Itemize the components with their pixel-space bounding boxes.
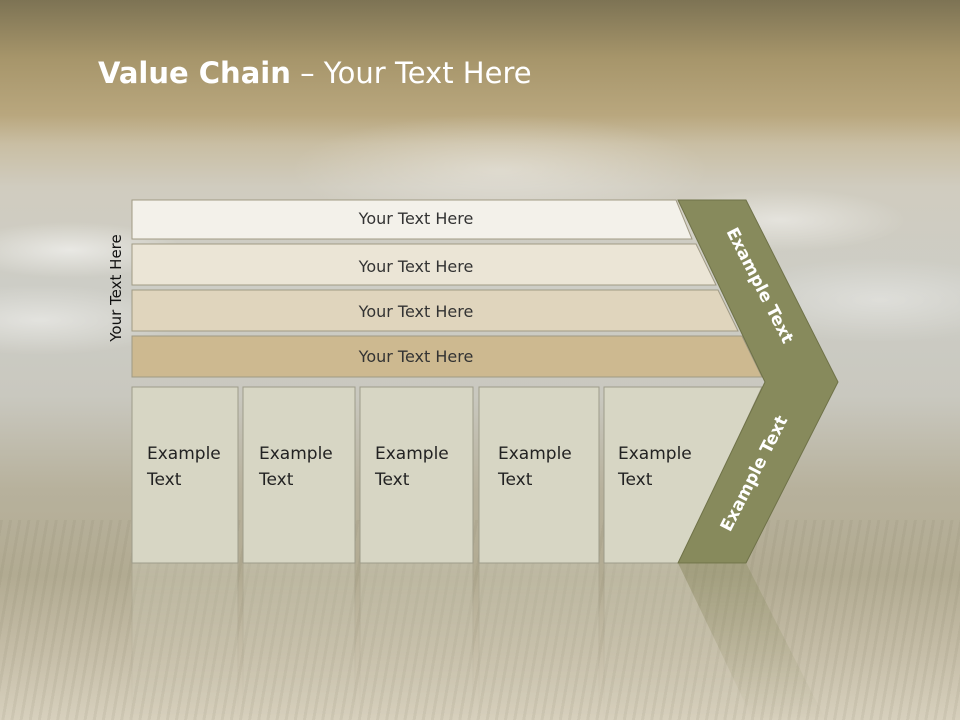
support-bar[interactable]: Your Text Here bbox=[131, 289, 739, 332]
support-bar-shape-1 bbox=[131, 199, 693, 240]
slide-title-bold: Value Chain bbox=[98, 56, 291, 90]
primary-box-line1: Example bbox=[147, 444, 221, 464]
slide-title-rest: – Your Text Here bbox=[290, 56, 532, 90]
primary-box-line1: Example bbox=[259, 444, 333, 464]
primary-box-line2: Text bbox=[258, 470, 294, 490]
primary-box-line1: Example bbox=[498, 444, 572, 464]
diagram-reflection bbox=[131, 562, 826, 720]
support-bar[interactable]: Your Text Here bbox=[131, 335, 763, 378]
primary-box-line1: Example bbox=[618, 444, 692, 464]
support-bar-shape-4 bbox=[131, 335, 763, 378]
primary-box[interactable]: Example Text bbox=[359, 386, 474, 564]
slide-title[interactable]: Value Chain – Your Text Here bbox=[98, 56, 532, 90]
primary-box-line2: Text bbox=[497, 470, 533, 490]
support-bar-label: Your Text Here bbox=[358, 257, 474, 276]
support-bar[interactable]: Your Text Here bbox=[131, 199, 693, 240]
support-bar-label: Your Text Here bbox=[358, 347, 474, 366]
primary-box[interactable]: Example Text bbox=[478, 386, 600, 564]
support-bar-label: Your Text Here bbox=[358, 302, 474, 321]
primary-activities: Example Text Example Text Example Text E… bbox=[131, 386, 763, 564]
primary-box[interactable]: Example Text bbox=[603, 386, 763, 564]
support-bar-label: Your Text Here bbox=[358, 209, 474, 228]
support-bar-shape-3 bbox=[131, 289, 739, 332]
primary-box-line2: Text bbox=[617, 470, 653, 490]
primary-box-line1: Example bbox=[375, 444, 449, 464]
primary-box[interactable]: Example Text bbox=[131, 386, 239, 564]
support-bar-shape-2 bbox=[131, 243, 717, 286]
support-activities: Your Text Here Your Text Here Your Text … bbox=[131, 199, 763, 378]
primary-box-line2: Text bbox=[146, 470, 182, 490]
support-bar[interactable]: Your Text Here bbox=[131, 243, 717, 286]
primary-box[interactable]: Example Text bbox=[242, 386, 356, 564]
primary-box-line2: Text bbox=[374, 470, 410, 490]
